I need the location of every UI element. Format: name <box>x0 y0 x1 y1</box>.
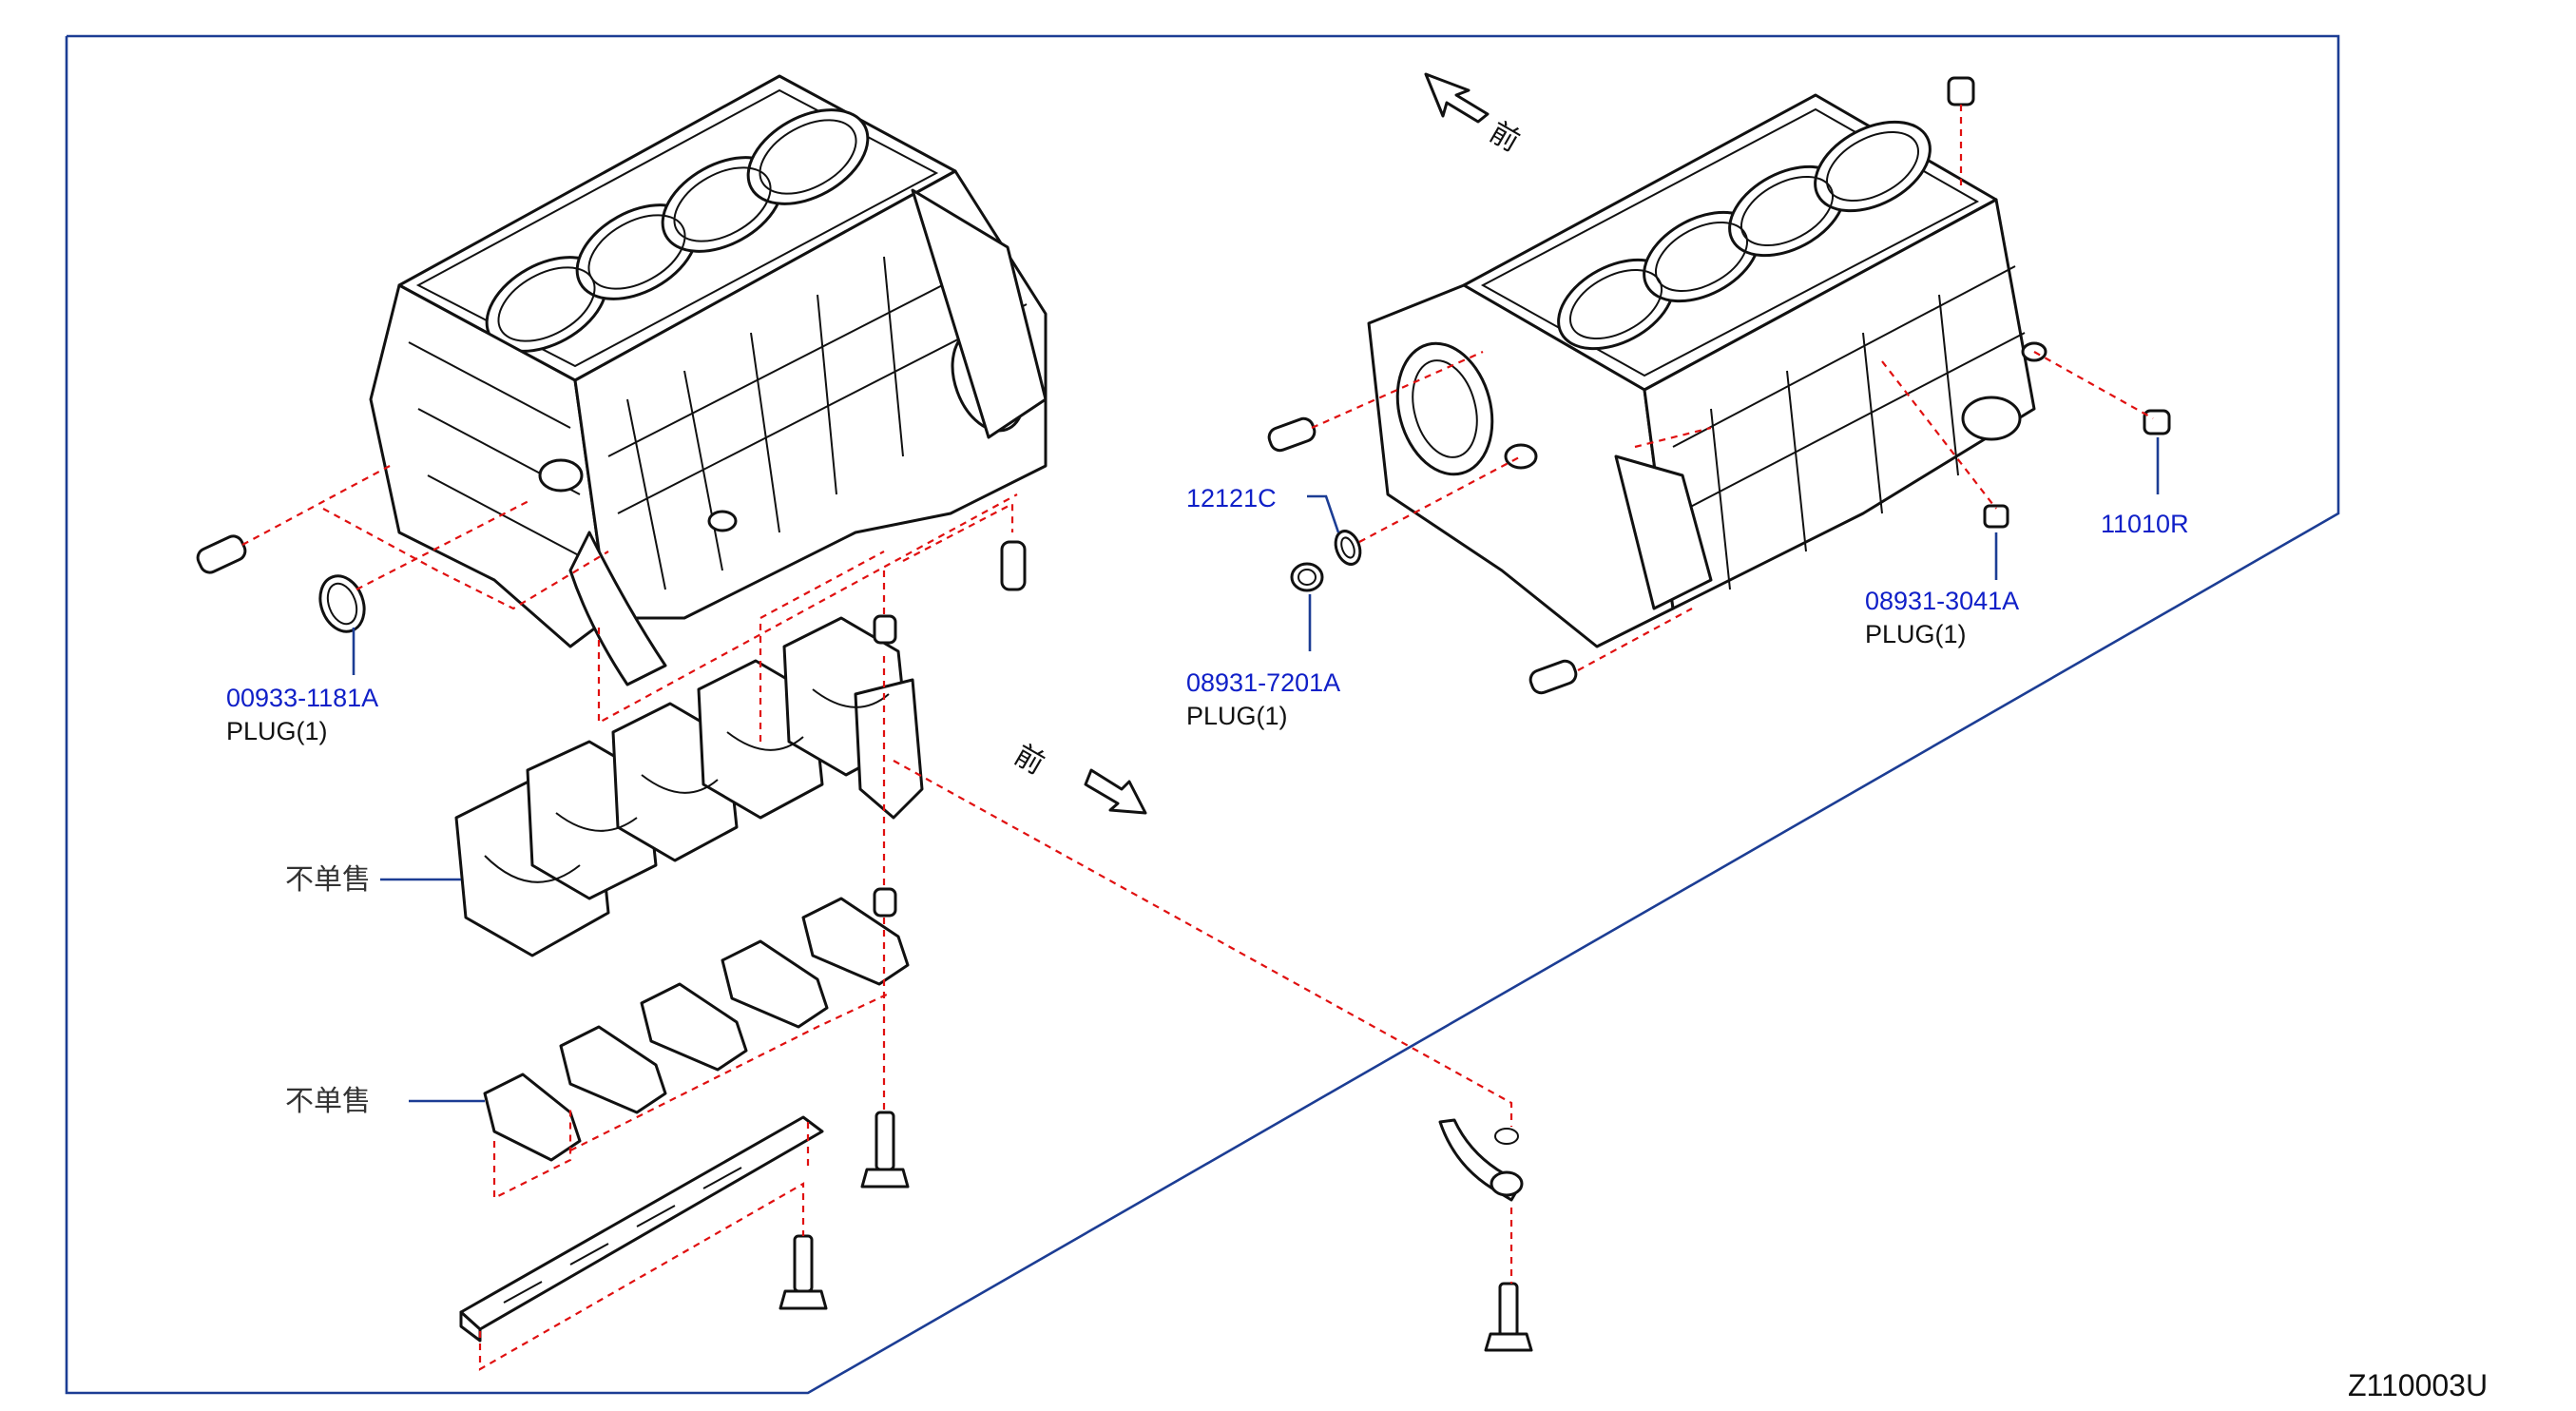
plug-11010R-part <box>2143 409 2171 435</box>
plug-08931-3041A-part <box>1983 504 2009 529</box>
oil-jet-part <box>1438 1118 1533 1352</box>
callout-00933-1181A-desc: PLUG(1) <box>226 717 328 745</box>
callout-08931-3041A-desc: PLUG(1) <box>1865 620 1967 648</box>
dowel-pin-left <box>196 534 247 574</box>
washer-12121C-part <box>1334 530 1362 566</box>
dowel-pin-cap-2 <box>873 887 897 918</box>
not-sold-label-lower: 不单售 <box>285 1085 371 1118</box>
phantom-lines <box>241 105 2154 1371</box>
bearing-bolt-1 <box>860 1111 910 1189</box>
front-label-top: 前 <box>1484 116 1525 159</box>
callout-08931-3041A[interactable]: 08931-3041A <box>1865 587 2019 615</box>
front-arrow-top: 前 <box>1424 72 1525 159</box>
bearing-bolt-2 <box>779 1234 828 1310</box>
dowel-pin-cap-1 <box>873 614 897 645</box>
diagram-id: Z110003U <box>2348 1368 2488 1402</box>
callout-12121C[interactable]: 12121C <box>1186 484 1277 512</box>
top-plug-right <box>1947 76 1975 106</box>
front-arrow-bottom: 前 <box>1009 739 1147 815</box>
cylinder-block-left <box>369 74 1048 686</box>
main-bearing-lower-caps <box>483 897 910 1162</box>
assembly-frame <box>65 34 2340 1395</box>
bearing-beam <box>459 1115 824 1343</box>
callout-11010R[interactable]: 11010R <box>2101 510 2189 538</box>
callout-08931-7201A[interactable]: 08931-7201A <box>1186 668 1340 697</box>
dowel-pin-right-left-block <box>1000 540 1027 591</box>
not-sold-label-upper: 不单售 <box>285 863 371 897</box>
callout-08931-7201A-desc: PLUG(1) <box>1186 702 1288 730</box>
leader-12121C <box>1307 494 1340 533</box>
cylinder-block-right <box>1367 93 2047 648</box>
plug-00933-1181A-part <box>318 574 366 633</box>
callout-00933-1181A[interactable]: 00933-1181A <box>226 684 378 712</box>
dowel-pin-right-2 <box>1528 659 1578 695</box>
plug-08931-7201A-part <box>1290 562 1324 592</box>
front-label-bottom: 前 <box>1009 739 1049 782</box>
dowel-pin-right-1 <box>1267 416 1317 453</box>
main-bearing-upper-caps <box>454 616 924 957</box>
